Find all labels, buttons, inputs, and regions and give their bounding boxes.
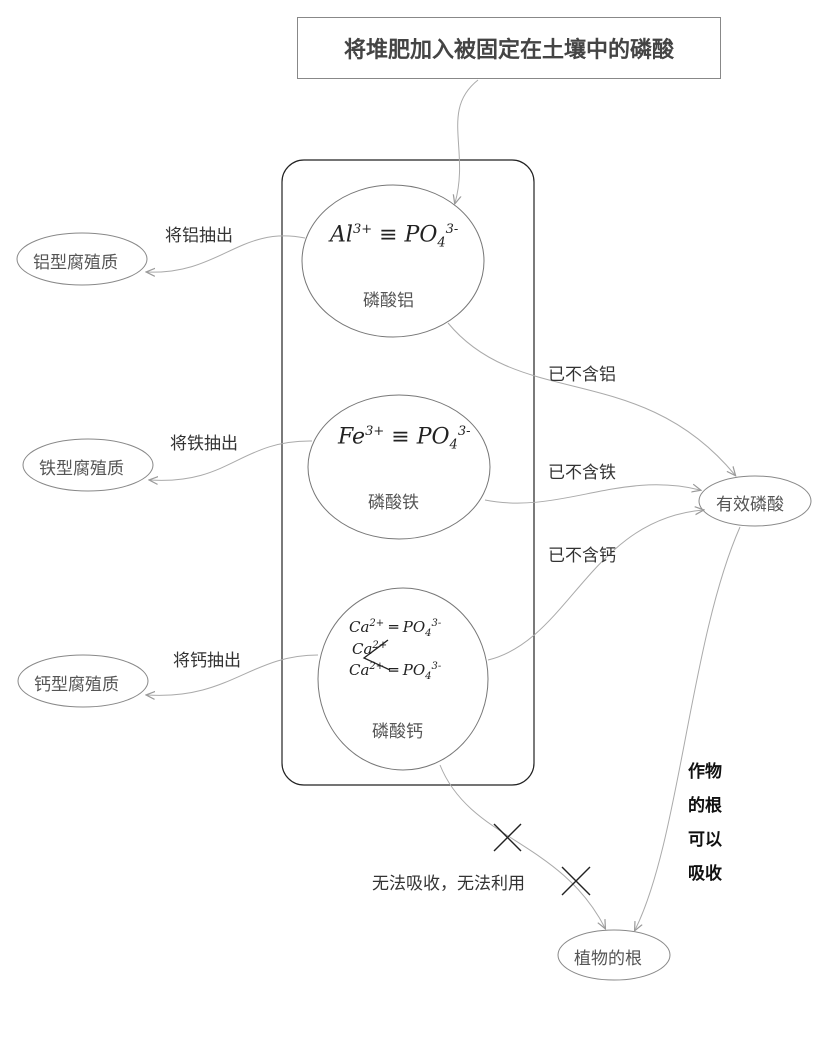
ca-phosphate-node	[317, 587, 489, 771]
fe-humus-node	[22, 438, 154, 492]
ca-anion-sub: 4	[425, 628, 432, 639]
al-humus-label: 铝型腐殖质	[33, 253, 118, 273]
absorb-label-3: 可以	[688, 830, 722, 850]
ca-formula-line-2: Ca2+	[352, 640, 387, 658]
al-ion: Al	[330, 222, 353, 248]
fe-ion: Fe	[338, 424, 366, 450]
ca-extract-label: 将钙抽出	[173, 651, 241, 671]
al-ion-charge: 3+	[352, 222, 373, 237]
al-anion-charge: 3-	[445, 222, 459, 237]
arrow-effective-to-root	[635, 526, 741, 930]
ca-phosphate-label: 磷酸钙	[372, 722, 423, 742]
arrow-title-to-al	[455, 79, 479, 203]
fe-anion-sub: 4	[449, 437, 458, 453]
absorb-label-4: 吸收	[688, 864, 722, 884]
ca-humus-node	[17, 654, 149, 708]
ca-ion: Ca	[349, 618, 370, 636]
effective-phosphate-node	[698, 475, 812, 527]
fe-extract-label: 将铁抽出	[170, 434, 238, 454]
ca-anion-sub: 4	[425, 671, 432, 682]
arrow-al-to-humus	[147, 235, 306, 272]
al-phosphate-node	[301, 184, 485, 338]
al-humus-node	[16, 232, 148, 286]
ca-formula-line-3: Ca2+ ═ PO43-	[349, 661, 442, 682]
ca-anion-charge: 3-	[431, 618, 442, 629]
page-title: 将堆肥加入被固定在土壤中的磷酸	[297, 17, 721, 79]
al-phosphate-label: 磷酸铝	[363, 291, 414, 311]
blocked-cross-icon	[493, 823, 522, 852]
blocked-cross-icon	[561, 866, 591, 896]
ca-ion-charge: 2+	[369, 618, 385, 629]
fe-ion-charge: 3+	[365, 424, 385, 439]
ca-ion-charge: 2+	[372, 640, 388, 651]
al-anion-sub: 4	[437, 235, 446, 251]
ca-free-label: 已不含钙	[548, 546, 616, 566]
ca-ion-charge: 2+	[369, 661, 385, 672]
ca-anion: PO	[402, 661, 426, 679]
fe-free-label: 已不含铁	[548, 463, 616, 483]
fe-humus-label: 铁型腐殖质	[39, 459, 124, 479]
al-free-label: 已不含铝	[548, 365, 616, 385]
ca-ion: Ca	[349, 661, 370, 679]
fe-phosphate-node	[307, 394, 491, 540]
ca-anion-charge: 3-	[431, 661, 442, 672]
al-formula: Al3+ ≡ PO43-	[330, 222, 459, 251]
not-usable-label: 无法吸收，无法利用	[372, 874, 525, 894]
ca-bond-lines	[362, 639, 391, 671]
fe-phosphate-label: 磷酸铁	[368, 493, 419, 513]
arrow-ca-to-root	[439, 764, 605, 928]
arrow-fe-to-effective	[484, 485, 700, 504]
arrow-al-to-effective	[447, 322, 735, 475]
compounds-container	[281, 159, 535, 786]
al-anion: PO	[404, 222, 438, 248]
effective-phosphate-label: 有效磷酸	[716, 495, 784, 515]
fe-formula: Fe3+ ≡ PO43-	[338, 424, 471, 453]
fe-anion: PO	[416, 424, 450, 450]
ca-ion: Ca	[352, 640, 373, 658]
plant-root-node	[557, 929, 671, 981]
absorb-label-2: 的根	[688, 796, 722, 816]
plant-root-label: 植物的根	[574, 949, 642, 969]
arrow-fe-to-humus	[150, 440, 313, 480]
ca-anion: PO	[402, 618, 426, 636]
fe-anion-charge: 3-	[457, 424, 471, 439]
ca-formula-line-1: Ca2+ ═ PO43-	[349, 618, 442, 639]
arrow-ca-to-effective	[487, 510, 703, 661]
absorb-label-1: 作物	[688, 762, 722, 782]
ca-humus-label: 钙型腐殖质	[34, 675, 119, 695]
al-extract-label: 将铝抽出	[165, 226, 233, 246]
arrow-ca-to-humus	[147, 654, 319, 695]
